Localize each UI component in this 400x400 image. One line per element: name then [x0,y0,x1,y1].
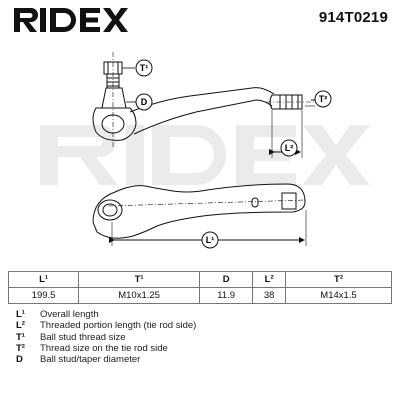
callout-t2-label: T² [319,94,328,104]
housing [92,107,137,141]
spec-header-row: L¹ T¹ D L² T² [7,271,392,288]
spec-value: M10x1.25 [78,287,201,304]
spec-value: 11.9 [199,287,254,304]
legend-item: D Ball stud/taper diameter [16,354,196,365]
callout-l2: L² [280,139,298,157]
legend-key: D [16,354,23,366]
part-number: 914T0219 [318,9,388,26]
spec-value: 38 [252,287,287,304]
tie-rod-end-drawing: T¹ D T² L² L¹ [92,52,332,249]
legend-item: T¹ Ball stud thread size [16,332,196,343]
legend-key: T¹ [16,331,25,343]
threaded-end [269,94,303,110]
legend-text: Threaded portion length (tie rod side) [40,320,197,332]
callout-d-label: D [141,97,148,107]
stud-taper [101,87,127,109]
spec-table: L¹ T¹ D L² T² 199.5 M10x1.25 11.9 38 M14… [7,271,392,304]
arm-top [92,183,306,239]
legend-key: L¹ [16,309,25,320]
legend-text: Ball stud/taper diameter [40,354,141,366]
spec-header: T¹ [78,271,201,288]
spec-value: M14x1.5 [285,287,392,304]
spec-header: L² [252,271,287,288]
spec-value-row: 199.5 M10x1.25 11.9 38 M14x1.5 [7,287,392,304]
spec-value: 199.5 [7,287,80,304]
spec-header: D [199,271,254,288]
callout-l1-label: L¹ [206,235,215,245]
legend-text: Overall length [40,309,99,320]
legend-key: T² [16,342,25,354]
spec-header: T² [285,271,392,288]
arm-side [129,87,275,113]
legend-item: T² Thread size on the tie rod side [16,343,196,354]
callout-t1-label: T¹ [140,63,149,73]
legend-key: L² [16,320,25,332]
callout-l2-label: L² [285,143,294,153]
ridex-logo [14,8,128,32]
callout-d: D [126,93,153,111]
header: 914T0219 [0,0,400,40]
ridex-watermark [40,125,370,185]
callout-t1: T¹ [122,59,153,77]
legend: L¹ Overall length L² Threaded portion le… [16,309,196,365]
spec-header: L¹ [7,271,80,288]
legend-item: L¹ Overall length [16,309,196,320]
legend-item: L² Threaded portion length (tie rod side… [16,320,196,331]
callout-t2: T² [314,90,332,108]
callout-l1: L¹ [201,231,219,249]
legend-text: Ball stud thread size [40,331,126,343]
legend-text: Thread size on the tie rod side [40,342,168,354]
